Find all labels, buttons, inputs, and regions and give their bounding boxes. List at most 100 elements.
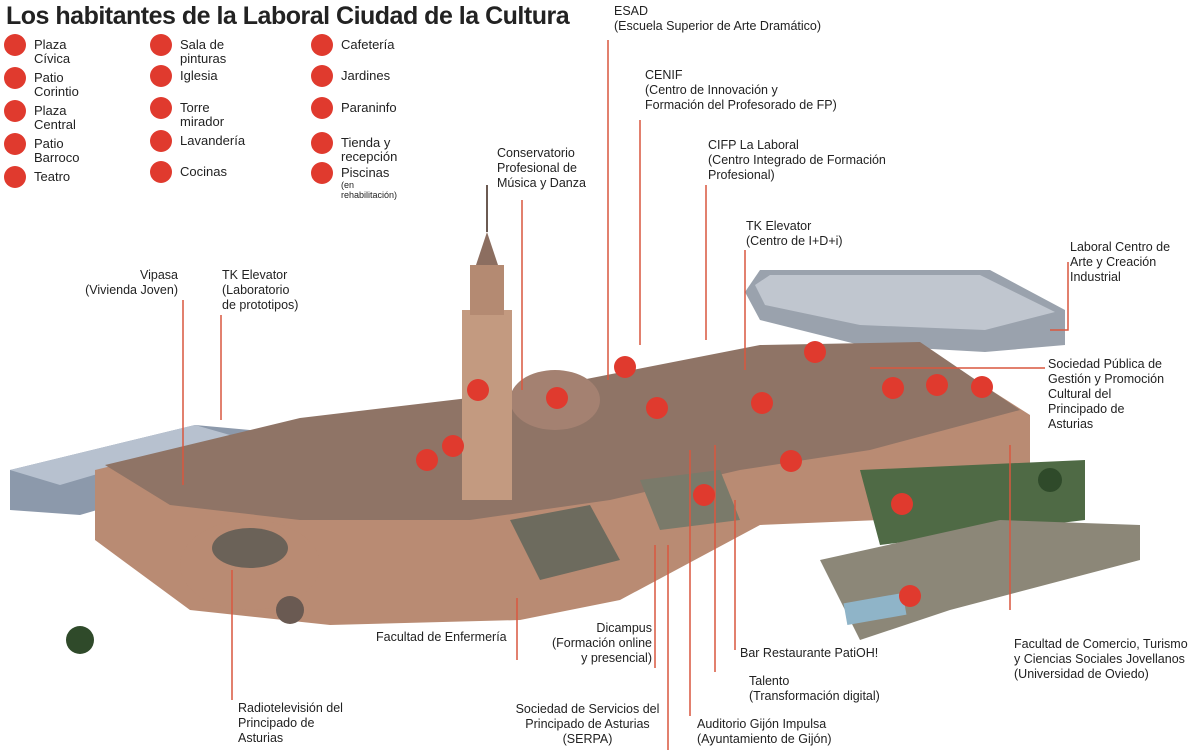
label-tk-idi: TK Elevator (Centro de I+D+i) xyxy=(746,219,843,249)
label-cenif: CENIF (Centro de Innovación y Formación … xyxy=(645,68,837,113)
label-line: Principado de xyxy=(1048,402,1125,416)
label-line: (Formación online xyxy=(551,636,652,650)
marker-dot xyxy=(311,162,333,184)
label-line: CIFP La Laboral xyxy=(708,138,799,152)
marker-dot xyxy=(311,132,333,154)
marker-dot xyxy=(891,493,913,515)
label-line: (Centro Integrado de Formación xyxy=(708,153,886,167)
marker-dot xyxy=(150,34,172,56)
tree xyxy=(1038,468,1062,492)
legend-item: Cafetería xyxy=(311,34,394,56)
legend-label: Iglesia xyxy=(180,68,218,83)
legend-item: Iglesia xyxy=(150,65,218,87)
label-line: (Centro de I+D+i) xyxy=(746,234,843,248)
label-line: y presencial) xyxy=(581,651,652,665)
label-line: Facultad de Enfermería xyxy=(376,630,507,644)
label-line: CENIF xyxy=(645,68,683,82)
marker-dot xyxy=(4,133,26,155)
legend-item: Jardines xyxy=(311,65,390,87)
label-line: TK Elevator xyxy=(222,268,288,282)
label-line: (Vivienda Joven) xyxy=(85,283,178,297)
label-bar: Bar Restaurante PatiOH! xyxy=(740,646,878,661)
label-line: Sociedad de Servicios del xyxy=(515,702,660,716)
label-line: Gestión y Promoción xyxy=(1048,372,1165,386)
legend-item: Plaza Central xyxy=(4,100,76,132)
round-building-court xyxy=(212,528,288,568)
label-laboral-arte: Laboral Centro de Arte y Creación Indust… xyxy=(1070,240,1170,285)
label-line: Principado de xyxy=(238,716,315,730)
main-complex-roof xyxy=(105,342,1020,520)
marker-dot xyxy=(646,397,668,419)
pool-terrain xyxy=(820,520,1140,640)
legend-item: Tienda y recepción xyxy=(311,132,397,164)
label-line: de prototipos) xyxy=(222,298,299,312)
leader-laboral-arte xyxy=(1050,262,1069,331)
page-title: Los habitantes de la Laboral Ciudad de l… xyxy=(6,2,570,30)
label-vipasa: Vipasa (Vivienda Joven) xyxy=(78,268,178,298)
legend-label: Patio Barroco xyxy=(34,136,80,165)
glass-building-roof xyxy=(10,425,230,485)
legend-label: Cafetería xyxy=(341,37,395,52)
label-line: Bar Restaurante PatiOH! xyxy=(740,646,879,660)
label-line: Profesional) xyxy=(708,168,775,182)
legend-label: Tienda y recepción xyxy=(341,135,398,164)
legend-label: Paraninfo xyxy=(341,100,397,115)
label-dicampus: Dicampus (Formación online y presencial) xyxy=(530,621,652,666)
label-talento: Talento (Transformación digital) xyxy=(749,674,880,704)
legend-item: Teatro xyxy=(4,166,70,188)
legend-label-main: Piscinas xyxy=(341,165,390,180)
label-esad: ESAD (Escuela Superior de Arte Dramático… xyxy=(614,4,821,34)
marker-dot xyxy=(442,435,464,457)
label-line: (SERPA) xyxy=(562,732,613,746)
legend-label: Torre mirador xyxy=(180,100,225,129)
label-line: Laboral Centro de xyxy=(1070,240,1171,254)
marker-dot xyxy=(311,97,333,119)
legend-label: Sala de pinturas xyxy=(180,37,227,66)
label-rtpa: Radiotelevisión del Principado de Asturi… xyxy=(238,701,343,746)
label-conservatorio: Conservatorio Profesional de Música y Da… xyxy=(497,146,586,191)
legend-item: Piscinas(en rehabilitación) xyxy=(311,162,397,200)
marker-dot xyxy=(4,100,26,122)
marker-dot xyxy=(150,130,172,152)
marker-dot xyxy=(150,97,172,119)
legend-item: Patio Corintio xyxy=(4,67,79,99)
marker-dot xyxy=(467,379,489,401)
tree xyxy=(276,596,304,624)
marker-dot xyxy=(4,34,26,56)
marker-dot xyxy=(416,449,438,471)
label-auditorio: Auditorio Gijón Impulsa (Ayuntamiento de… xyxy=(697,717,832,747)
label-line: Profesional de xyxy=(497,161,577,175)
legend-item: Plaza Cívica xyxy=(4,34,70,66)
label-line: Asturias xyxy=(1048,417,1094,431)
label-sociedad-publica: Sociedad Pública de Gestión y Promoción … xyxy=(1048,357,1164,432)
legend-item: Lavandería xyxy=(150,130,245,152)
label-tk-lab: TK Elevator (Laboratorio de prototipos) xyxy=(222,268,298,313)
legend-label: Piscinas(en rehabilitación) xyxy=(341,162,398,201)
label-line: Principado de Asturias xyxy=(525,717,650,731)
tower xyxy=(462,310,512,500)
label-line: ESAD xyxy=(614,4,649,18)
legend-label-note: (en rehabilitación) xyxy=(341,180,398,200)
label-line: Sociedad Pública de xyxy=(1048,357,1162,371)
label-line: Formación del Profesorado de FP) xyxy=(645,98,837,112)
marker-dot xyxy=(311,34,333,56)
marker-dot xyxy=(614,356,636,378)
label-cifp: CIFP La Laboral (Centro Integrado de For… xyxy=(708,138,886,183)
label-line: Vipasa xyxy=(140,268,178,282)
courtyard xyxy=(510,505,620,580)
legend-item: Paraninfo xyxy=(311,97,397,119)
marker-dot xyxy=(150,65,172,87)
label-line: Radiotelevisión del xyxy=(238,701,343,715)
label-line: Talento xyxy=(749,674,790,688)
label-line: Cultural del xyxy=(1048,387,1112,401)
marker-dot xyxy=(899,585,921,607)
label-line: Facultad de Comercio, Turismo xyxy=(1014,637,1188,651)
legend-item: Cocinas xyxy=(150,161,227,183)
marker-dot xyxy=(311,65,333,87)
label-line: Conservatorio xyxy=(497,146,575,160)
label-line: (Ayuntamiento de Gijón) xyxy=(697,732,832,746)
label-comercio: Facultad de Comercio, Turismo y Ciencias… xyxy=(1014,637,1188,682)
label-line: (Universidad de Oviedo) xyxy=(1014,667,1149,681)
label-line: (Laboratorio xyxy=(222,283,290,297)
marker-dot xyxy=(150,161,172,183)
